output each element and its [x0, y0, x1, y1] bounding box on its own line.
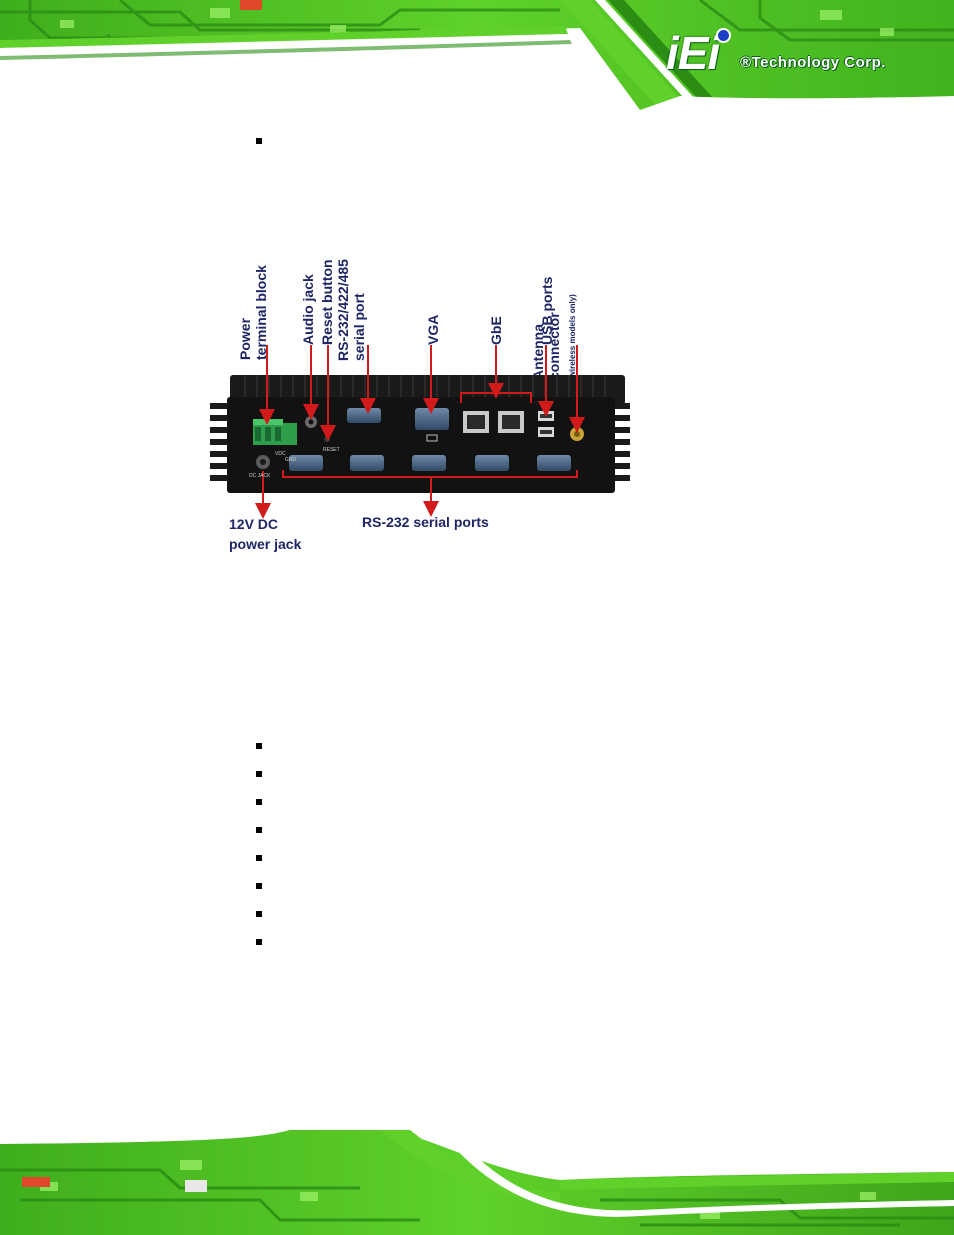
panel-text-reset: RESET — [323, 447, 340, 453]
bullet-marker — [256, 799, 262, 805]
bullet-marker — [256, 827, 262, 833]
bullet-marker — [256, 743, 262, 749]
rear-panel-drawing: VDC GND RESET DC JACK — [210, 345, 630, 519]
company-name: ®Technology Corp. — [740, 54, 886, 71]
label-dc-jack-line1: 12V DC — [229, 516, 279, 532]
bullet-marker — [256, 771, 262, 777]
bullet-marker — [256, 855, 262, 861]
logo-dot-icon — [716, 28, 731, 43]
label-rs232-ports: RS-232 serial ports — [362, 514, 489, 530]
header-banner: iEi ®Technology Corp. — [0, 0, 954, 110]
rear-panel-figure: Power terminal block Audio jack Reset bu… — [205, 225, 635, 565]
bullet-marker — [256, 939, 262, 945]
bullet-marker — [256, 911, 262, 917]
circuit-board-graphic — [0, 0, 954, 110]
label-dc-jack-line2: power jack — [229, 536, 302, 552]
bullet-marker — [256, 883, 262, 889]
company-logo: iEi ®Technology Corp. — [660, 26, 930, 86]
bullet-marker — [256, 138, 262, 144]
panel-text-vdc: VDC — [275, 451, 286, 457]
panel-text-gnd: GND — [285, 457, 297, 463]
logo-mark: iEi — [666, 27, 720, 79]
panel-text-dc-jack: DC JACK — [249, 473, 271, 479]
circuit-board-footer-graphic — [0, 1130, 954, 1235]
footer-banner — [0, 1130, 954, 1235]
